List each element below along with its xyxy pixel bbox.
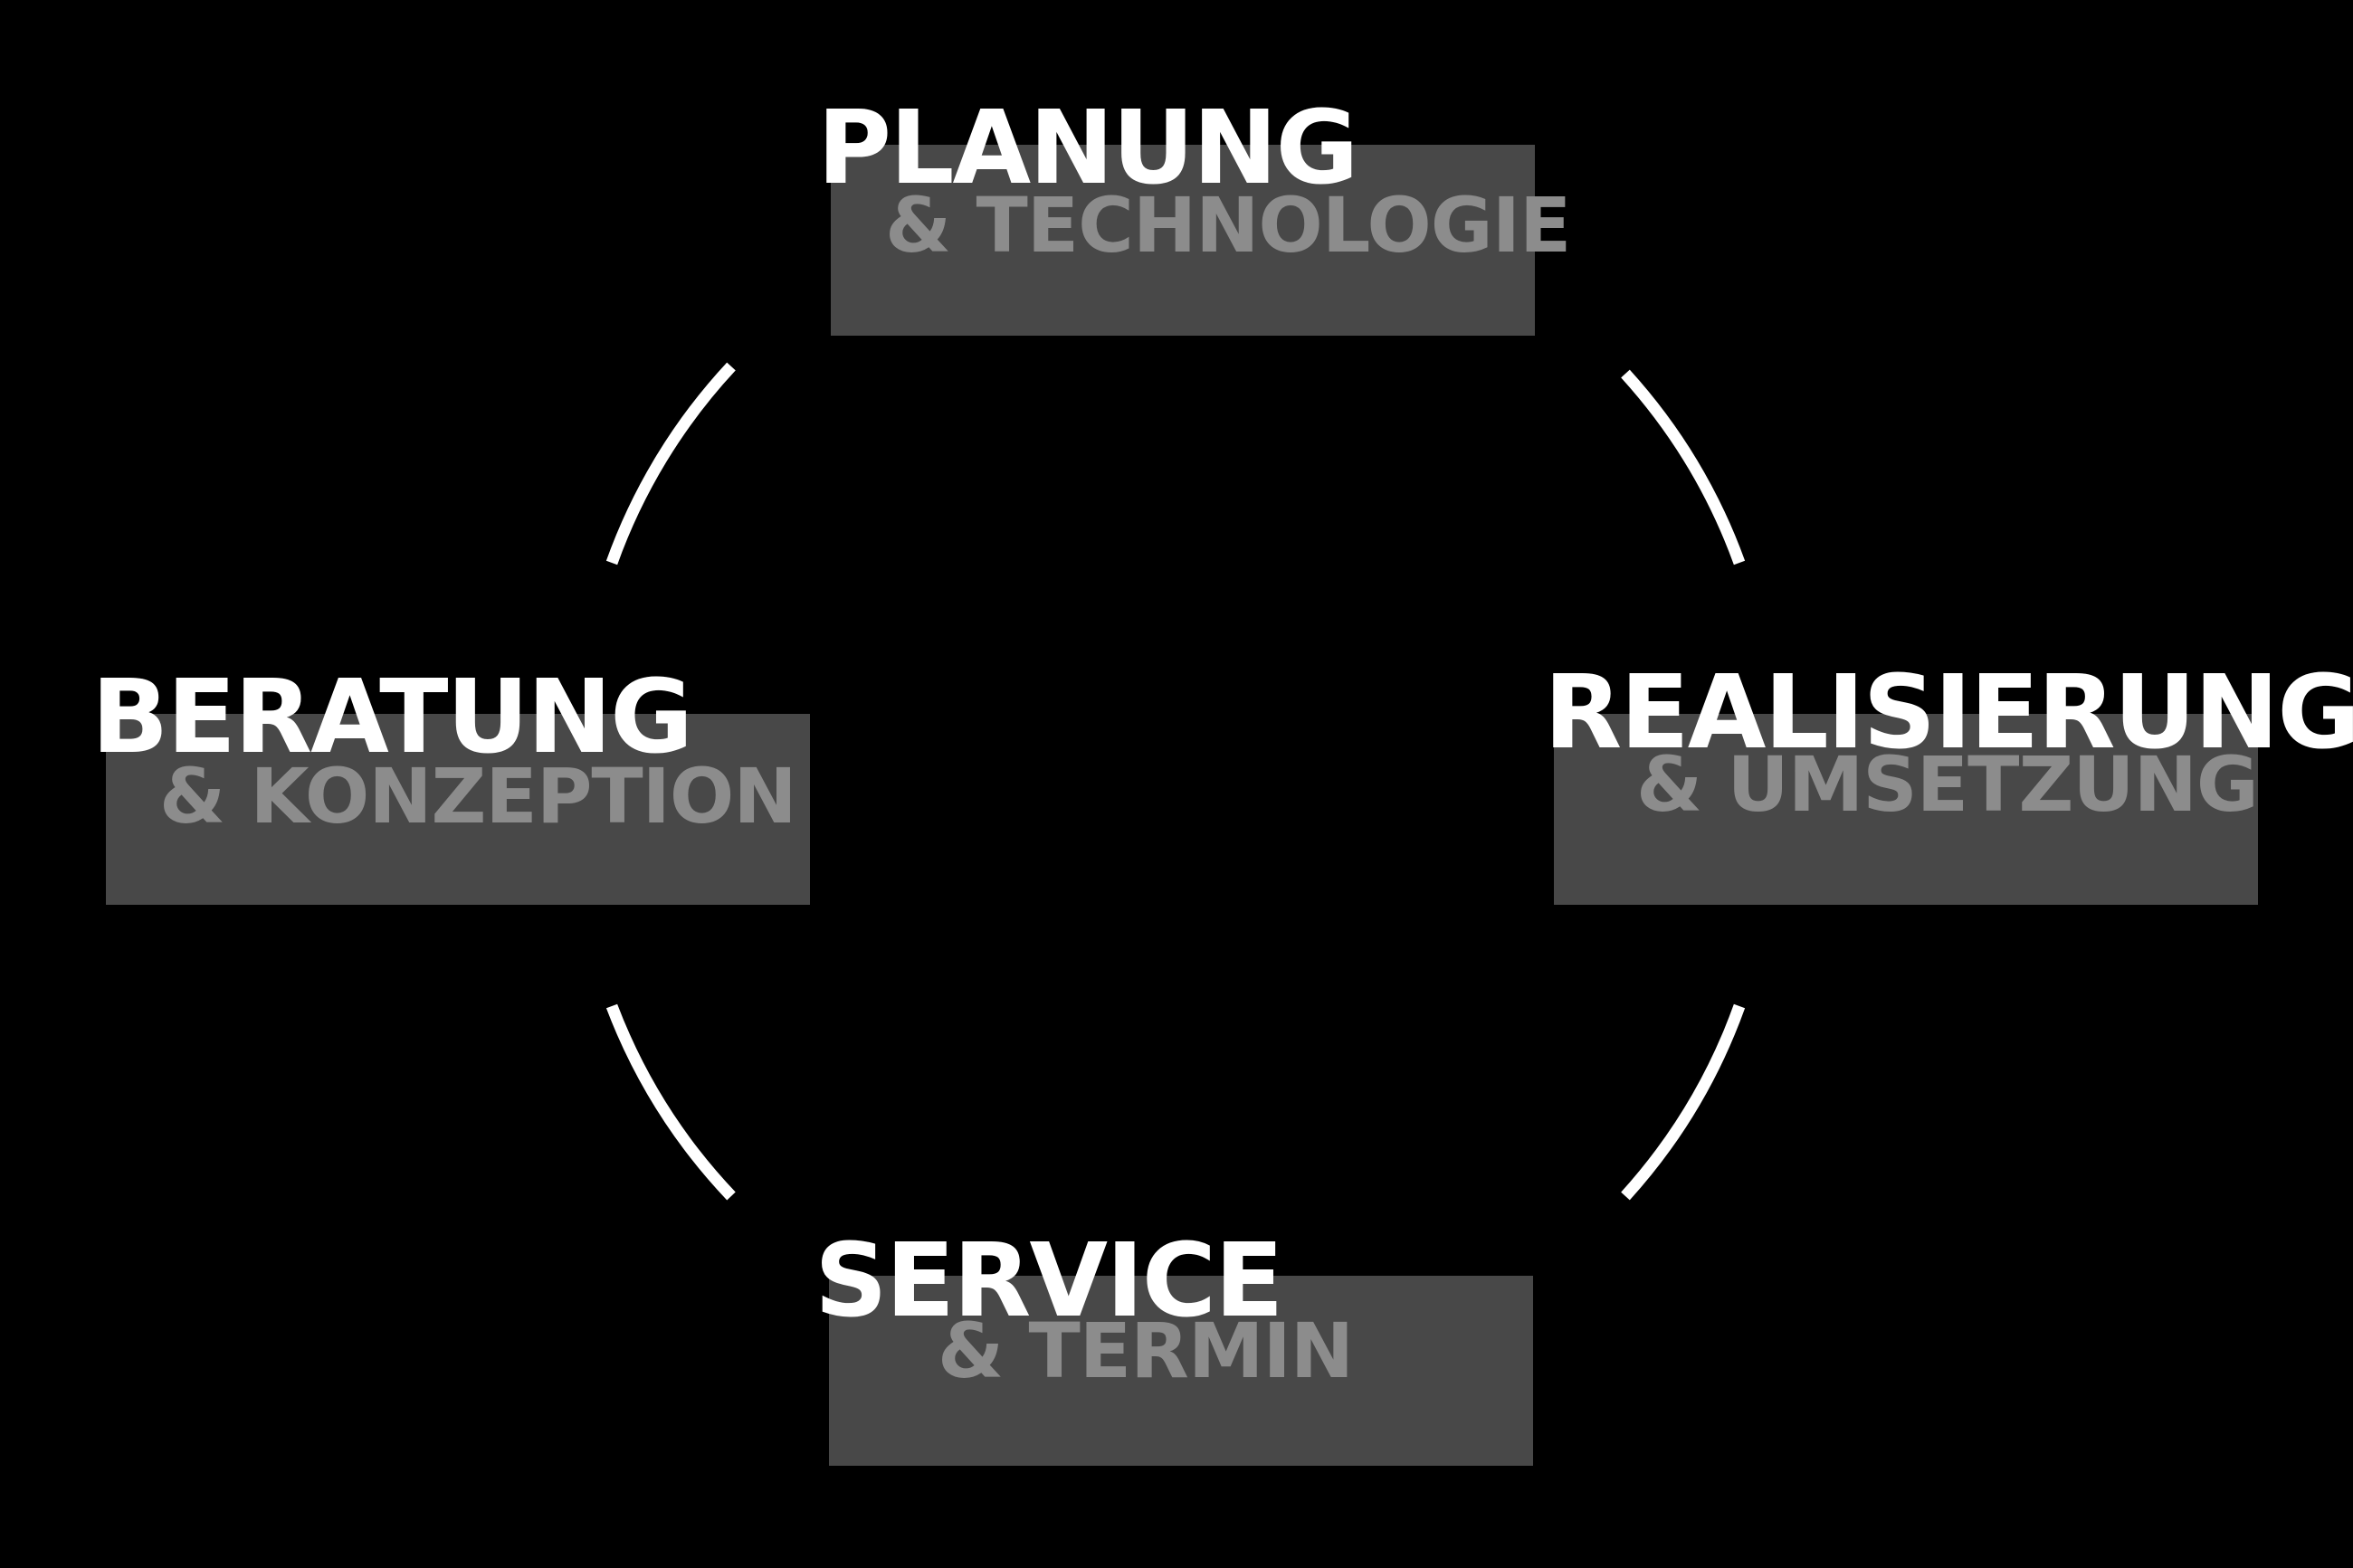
ring-arc-top-left [605,362,736,565]
service-title: SERVICE [814,1222,1283,1340]
ring-arc-top-right [1621,369,1746,565]
planung-box [831,145,1535,336]
service-subtitle: & TERMIN [938,1307,1354,1395]
planung-title: PLANUNG [817,90,1358,207]
ring-arc-bottom-right [1621,1003,1746,1201]
beratung-subtitle: & KONZEPTION [159,752,797,841]
beratung-title: BERATUNG [91,659,693,776]
ring-arc-bottom-left [605,1003,736,1201]
realisierung-subtitle: & UMSETZUNG [1636,740,2259,829]
realisierung-title: REALISIERUNG [1544,654,2353,772]
realisierung-box [1554,714,2258,905]
beratung-box [106,714,810,905]
planung-subtitle: & TECHNOLOGIE [885,181,1571,270]
service-box [829,1276,1533,1466]
